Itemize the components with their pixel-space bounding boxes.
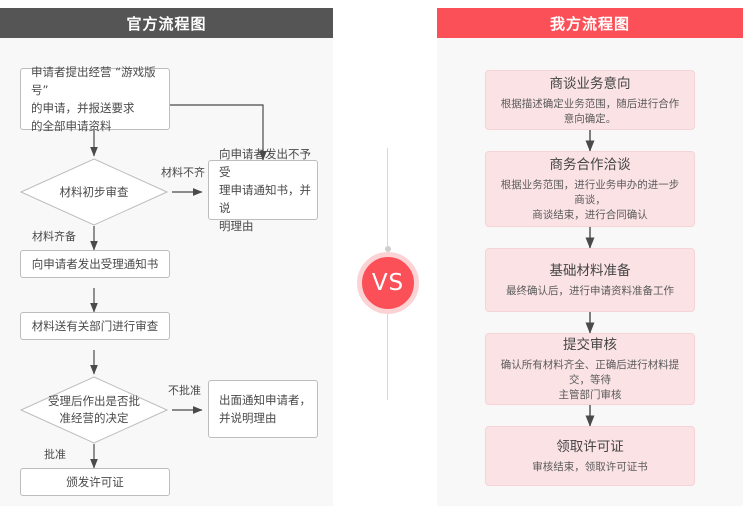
flow-node-dept-review-label: 材料送有关部门进行审查: [31, 319, 159, 333]
flow-node-dept-review[interactable]: 材料送有关部门进行审查: [20, 312, 170, 340]
ours-card-4[interactable]: 提交审核 确认所有材料齐全、正确后进行材料提交，等待 主管部门审核: [485, 333, 695, 405]
divider-line-bottom: [387, 302, 388, 400]
ours-flow-canvas: 商谈业务意向 根据描述确定业务范围，随后进行合作意向确定。 商务合作洽谈 根据业…: [437, 38, 743, 506]
ours-card-2-desc: 根据业务范围，进行业务申办的进一步商谈， 商谈结束，进行合同确认: [500, 179, 680, 221]
flow-node-deny-notice[interactable]: 出面通知申请者， 并说明理由: [208, 380, 318, 438]
flow-node-accept-notice[interactable]: 向申请者发出受理通知书: [20, 250, 170, 278]
diamond-shape: [20, 376, 168, 444]
diamond-shape: [20, 158, 168, 226]
ours-card-2-title: 商务合作洽谈: [549, 157, 631, 173]
flow-node-apply[interactable]: 申请者提出经营 “游戏版号” 的申请，并报送要求 的全部申请资料: [20, 65, 170, 133]
ours-connectors: [585, 130, 595, 427]
edge-label-materials-incomplete: 材料不齐: [161, 166, 205, 179]
ours-panel-header: 我方流程图: [437, 8, 743, 38]
flow-node-decision[interactable]: 受理后作出是否批 准经营的决定: [20, 376, 168, 444]
ours-card-1-title: 商谈业务意向: [549, 75, 631, 92]
flow-node-deny-notice-label: 出面通知申请者， 并说明理由: [219, 393, 311, 425]
ours-card-3[interactable]: 基础材料准备 最终确认后，进行申请资料准备工作: [485, 248, 695, 312]
divider-dot-top: [384, 246, 391, 252]
flow-node-first-review-label: 材料初步审查: [59, 184, 129, 199]
ours-card-3-title: 基础材料准备: [549, 263, 631, 279]
ours-card-3-desc: 最终确认后，进行申请资料准备工作: [506, 285, 674, 297]
divider-line-top: [387, 148, 388, 248]
ours-panel-title: 我方流程图: [549, 14, 630, 33]
vs-badge: VS: [357, 252, 419, 314]
official-flow-canvas: 申请者提出经营 “游戏版号” 的申请，并报送要求 的全部申请资料 向申请者发出不…: [0, 38, 333, 506]
edge-label-not-approved: 不批准: [168, 384, 201, 397]
ours-card-5-desc: 审核结束，领取许可证书: [532, 461, 648, 473]
ours-card-4-title: 提交审核: [563, 337, 617, 353]
flow-node-issue-license-label: 颁发许可证: [66, 475, 124, 489]
official-flow-panel: 官方流程图: [0, 8, 333, 506]
flow-node-accept-notice-label: 向申请者发出受理通知书: [31, 257, 159, 271]
ours-card-1[interactable]: 商谈业务意向 根据描述确定业务范围，随后进行合作意向确定。: [485, 70, 695, 130]
flow-node-decision-label: 受理后作出是否批 准经营的决定: [48, 394, 140, 425]
flow-node-issue-license[interactable]: 颁发许可证: [20, 468, 170, 496]
official-connectors: [90, 104, 267, 469]
official-panel-header: 官方流程图: [0, 8, 333, 38]
ours-card-5[interactable]: 领取许可证 审核结束，领取许可证书: [485, 426, 695, 486]
flow-node-reject-notice-label: 向申请者发出不予受 理申请通知书，并说 明理由: [219, 147, 311, 233]
edge-label-materials-complete: 材料齐备: [32, 230, 76, 243]
flow-node-reject-notice[interactable]: 向申请者发出不予受 理申请通知书，并说 明理由: [208, 147, 318, 233]
flow-node-first-review[interactable]: 材料初步审查: [20, 158, 168, 226]
official-panel-title: 官方流程图: [126, 14, 207, 33]
ours-card-2[interactable]: 商务合作洽谈 根据业务范围，进行业务申办的进一步商谈， 商谈结束，进行合同确认: [485, 151, 695, 227]
ours-card-1-desc: 根据描述确定业务范围，随后进行合作意向确定。: [500, 97, 680, 125]
vs-badge-label: VS: [371, 270, 405, 296]
edge-label-approved: 批准: [44, 448, 66, 461]
ours-flow-panel: 我方流程图 商谈业务意向 根据描述确定业务范围，随后进行合作意向确定。 商务: [437, 8, 743, 506]
flow-node-apply-label: 申请者提出经营 “游戏版号” 的申请，并报送要求 的全部申请资料: [31, 65, 156, 133]
ours-card-4-desc: 确认所有材料齐全、正确后进行材料提交，等待 主管部门审核: [500, 359, 680, 401]
ours-card-5-title: 领取许可证: [556, 439, 624, 455]
